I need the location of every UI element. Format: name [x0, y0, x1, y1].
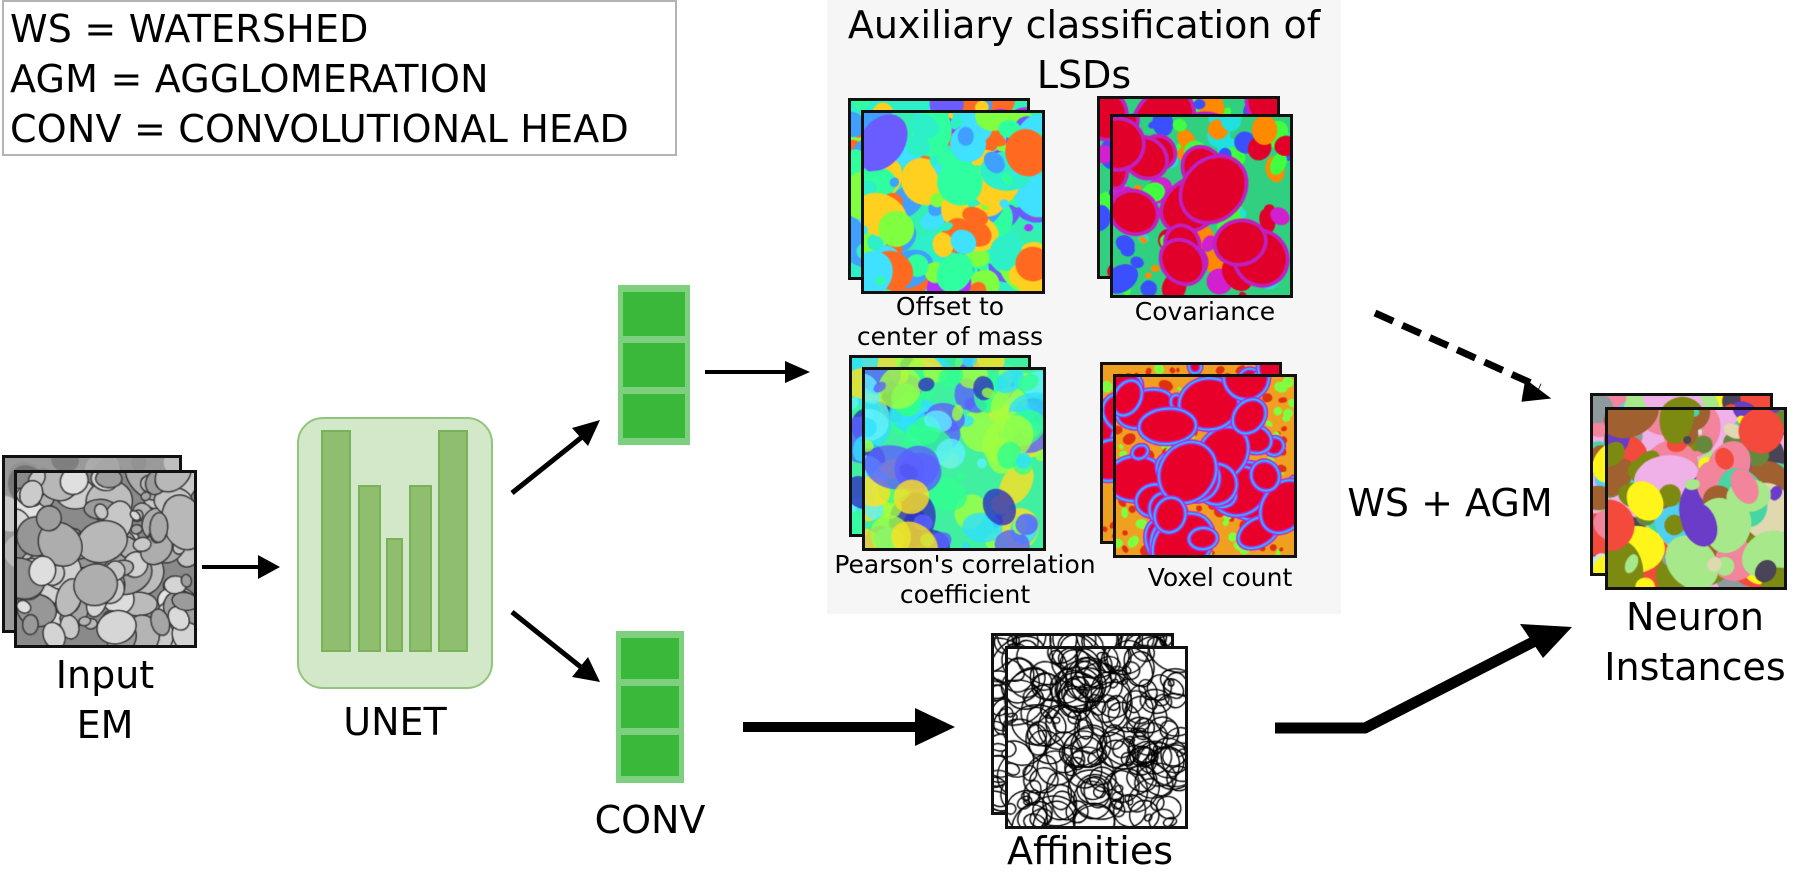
unet-bar-3 [386, 538, 403, 652]
input-label-line1: Input [55, 653, 155, 697]
unet-label: UNET [343, 700, 447, 744]
conv-head-cell [621, 734, 679, 776]
conv-head-cell [621, 638, 679, 680]
lsd-panel-title: Auxiliary classification of LSDs [827, 0, 1341, 100]
lsd-pearson-label: Pearson's correlation coefficient [820, 550, 1110, 610]
neuron-instances-image [1605, 407, 1787, 590]
unet-bar-1 [321, 430, 351, 652]
lsd-voxel-label: Voxel count [1147, 563, 1293, 592]
input-label-line2: EM [76, 703, 134, 747]
input-em-label: Input EM [0, 650, 210, 750]
unet-bar-5 [438, 430, 468, 652]
conv-head-cell [621, 686, 679, 728]
lsd-offset-label: Offset to center of mass [820, 292, 1080, 352]
arrow-affinities-to-neurons [1275, 624, 1572, 734]
conv-label: CONV [594, 798, 706, 842]
lsd-voxel-image [1113, 374, 1297, 558]
legend-line-agm: AGM = AGGLOMERATION [10, 57, 489, 101]
lsd-covariance-image [1110, 114, 1293, 298]
input-em-image [14, 470, 197, 648]
lsd-head-cell [623, 394, 685, 438]
lsd-offset-label-line2: center of mass [856, 322, 1044, 351]
lsd-head-cell [623, 292, 685, 336]
unet-block [297, 417, 493, 689]
lsd-head-cell [623, 343, 685, 387]
conv-head-block [616, 631, 684, 783]
ws-agm-label: WS + AGM [1347, 481, 1553, 525]
affinities-image [1005, 646, 1188, 829]
lsd-offset-image [861, 110, 1045, 294]
legend-box: WS = WATERSHED AGM = AGGLOMERATION CONV … [2, 0, 677, 156]
lsd-pearson-label-line1: Pearson's correlation [834, 550, 1096, 579]
lsd-covariance-label: Covariance [1134, 297, 1276, 326]
lsd-head-block [618, 285, 690, 445]
unet-bar-4 [409, 485, 432, 652]
legend-line-ws: WS = WATERSHED [10, 7, 369, 51]
arrow-input-to-unet [202, 555, 280, 579]
neuron-instances-label: Neuron Instances [1580, 592, 1810, 692]
unet-bar-2 [358, 485, 381, 652]
arrow-conv-to-affinities [743, 708, 955, 746]
lsd-offset-label-line1: Offset to [895, 292, 1005, 321]
neuron-label-line1: Neuron [1625, 595, 1764, 639]
lsd-title-line1: Auxiliary classification of [847, 3, 1321, 47]
lsd-title-line2: LSDs [1036, 53, 1132, 97]
arrow-unet-to-conv-head [510, 610, 600, 682]
arrows-layer [202, 309, 1572, 746]
arrow-lsd-head-to-lsd-panel [705, 361, 810, 383]
neuron-label-line2: Instances [1604, 645, 1786, 689]
legend-line-conv: CONV = CONVOLUTIONAL HEAD [10, 107, 629, 151]
lsd-pearson-label-line2: coefficient [899, 580, 1031, 609]
arrow-unet-to-lsd-head [510, 420, 600, 495]
arrow-lsd-to-neurons-dashed [1373, 309, 1552, 402]
lsd-pearson-image [862, 367, 1046, 551]
